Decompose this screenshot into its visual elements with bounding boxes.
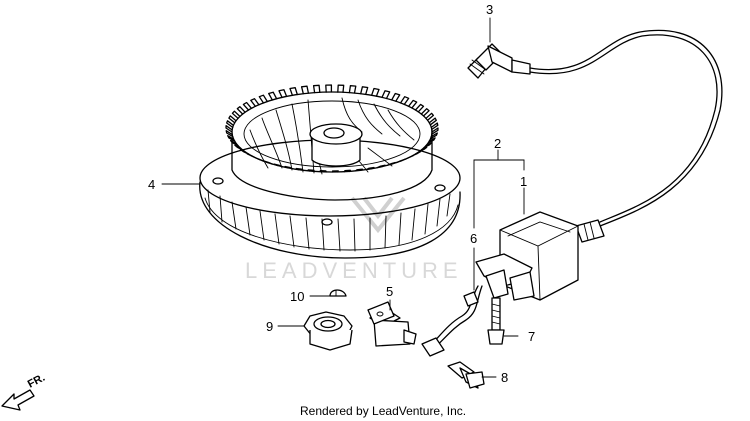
gear-tooth	[343, 169, 352, 173]
bolt-7	[487, 297, 505, 345]
gear-tooth	[396, 158, 406, 164]
gear-tooth	[225, 125, 233, 133]
flywheel-nut	[303, 311, 353, 351]
gear-tooth	[407, 99, 418, 109]
callout-2: 2	[494, 136, 501, 151]
gear-tooth	[404, 154, 414, 160]
callout-1: 1	[520, 174, 527, 189]
woodruff-key	[329, 289, 347, 297]
gear-tooth	[428, 117, 437, 126]
gear-tooth	[227, 135, 236, 142]
gear-tooth	[250, 98, 260, 107]
gear-tooth	[273, 163, 283, 168]
gear-tooth	[289, 87, 298, 96]
gear-tooth	[229, 139, 239, 147]
callout-10: 10	[290, 289, 304, 304]
gear-tooth	[254, 157, 265, 162]
gear-tooth	[226, 120, 235, 129]
gear-tooth	[391, 92, 401, 102]
gear-tooth	[414, 103, 425, 113]
gear-tooth	[420, 108, 430, 117]
gear-tooth	[239, 149, 250, 155]
ignition-coil	[475, 211, 605, 301]
gear-tooth	[354, 168, 364, 172]
watermark: LEADVENTURE	[245, 196, 463, 283]
gear-tooth	[228, 115, 237, 124]
gear-tooth	[370, 87, 380, 97]
callout-3: 3	[486, 2, 493, 17]
gear-tooth	[425, 112, 435, 121]
gear-tooth	[430, 122, 439, 131]
gear-tooth	[268, 91, 278, 101]
gear-tooth	[360, 86, 369, 95]
front-direction-indicator: FR.	[1, 372, 47, 411]
callout-4: 4	[148, 177, 155, 192]
callout-5: 5	[386, 284, 393, 299]
gear-tooth	[427, 137, 436, 144]
gear-tooth	[348, 85, 357, 94]
gear-tooth	[258, 94, 268, 104]
gear-tooth	[225, 130, 234, 138]
gear-tooth	[376, 164, 386, 169]
gear-tooth	[399, 96, 410, 106]
gear-tooth	[431, 127, 439, 135]
gear-tooth	[423, 142, 433, 149]
gear-tooth	[325, 84, 333, 93]
ground-wire	[421, 285, 483, 357]
gear-tooth	[429, 132, 438, 140]
gear-tooth	[331, 170, 339, 173]
watermark-text: LEADVENTURE	[245, 258, 463, 283]
leader-lines	[161, 17, 525, 378]
spark-plug-cap	[467, 43, 531, 79]
gear-tooth	[386, 161, 396, 166]
front-direction-label: FR.	[26, 372, 47, 391]
callouts: 1 2 3 4 5 6 7 8 9 10	[148, 2, 535, 385]
gear-tooth	[381, 90, 391, 100]
render-credit: Rendered by LeadVenture, Inc.	[300, 404, 466, 418]
gear-tooth	[411, 150, 422, 157]
gear-tooth	[234, 144, 244, 151]
ignition-lead-wire	[529, 29, 723, 227]
stop-switch	[367, 301, 417, 347]
callout-9: 9	[266, 319, 273, 334]
flywheel	[199, 84, 461, 259]
gear-tooth	[337, 84, 345, 93]
gear-tooth	[236, 106, 246, 115]
gear-tooth	[231, 110, 241, 119]
bolt-8	[447, 361, 485, 389]
gear-tooth	[418, 146, 428, 153]
gear-tooth	[278, 89, 288, 99]
gear-tooth	[300, 85, 310, 95]
callout-8: 8	[501, 370, 508, 385]
callout-7: 7	[528, 329, 535, 344]
gear-tooth	[263, 160, 273, 165]
gear-tooth	[246, 153, 257, 159]
gear-tooth	[312, 84, 321, 94]
gear-tooth	[242, 101, 253, 111]
gear-tooth	[319, 170, 327, 173]
callout-6: 6	[470, 231, 477, 246]
gear-tooth	[366, 166, 375, 171]
front-arrow-icon	[1, 389, 35, 411]
ring-gear-teeth	[225, 84, 439, 173]
